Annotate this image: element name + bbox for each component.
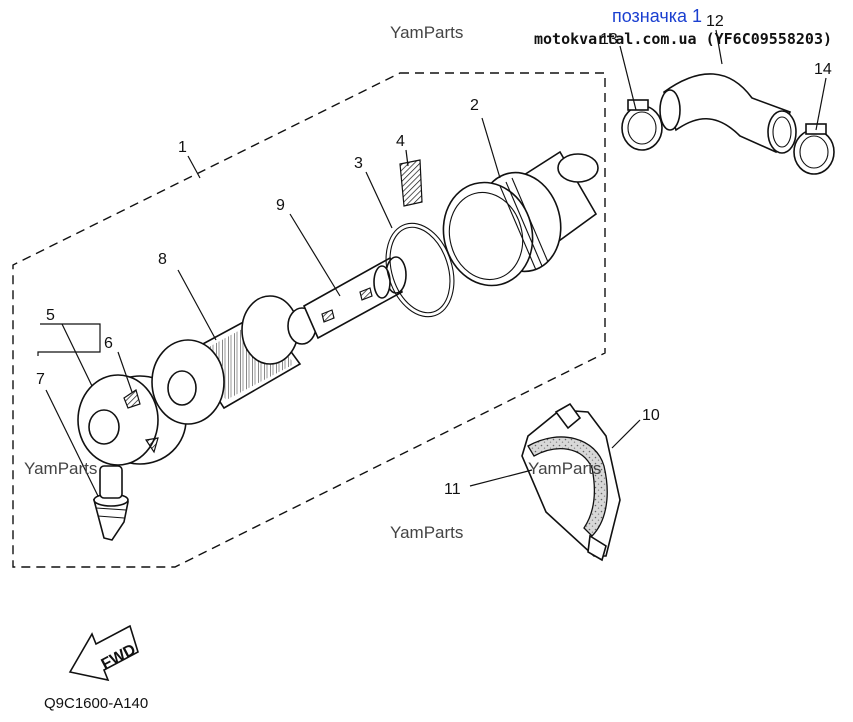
callout-7: 7 — [36, 371, 45, 388]
forward-direction-arrow: FWD — [68, 624, 139, 682]
callout-13: 13 — [600, 31, 618, 48]
filter-element — [151, 295, 317, 425]
callout-8: 8 — [158, 251, 167, 268]
watermark-right: YamParts — [528, 459, 601, 478]
callout-11: 11 — [444, 481, 461, 498]
callout-6: 6 — [104, 335, 113, 352]
callout-5: 5 — [46, 307, 55, 324]
o-ring — [385, 222, 455, 318]
drain-valve — [92, 493, 129, 541]
callout-12: 12 — [706, 13, 724, 30]
intake-hose — [659, 73, 797, 154]
callout-9: 9 — [276, 197, 285, 214]
callout-14: 14 — [814, 61, 832, 78]
marker-label: позначка 1 — [612, 6, 702, 26]
gasket — [399, 159, 423, 207]
assembly-boundary — [12, 72, 606, 568]
foam-band — [527, 436, 608, 537]
callout-2: 2 — [470, 97, 479, 114]
air-cleaner-cap — [77, 374, 187, 499]
source-label: motokvartal.com.ua (YF6C09558203) — [534, 30, 832, 48]
air-cleaner-case — [442, 150, 599, 287]
watermark-bottom: YamParts — [390, 523, 463, 542]
hose-clamp-right — [793, 123, 835, 175]
callout-4: 4 — [396, 133, 405, 150]
tube — [302, 256, 407, 340]
leader-lines — [37, 29, 827, 497]
callout-10: 10 — [642, 407, 660, 424]
callout-1: 1 — [178, 139, 187, 156]
watermark-top: YamParts — [390, 23, 463, 42]
watermark-left: YamParts — [24, 459, 97, 478]
hose-clamp-left — [621, 99, 663, 151]
diagram-code: Q9C1600-A140 — [44, 695, 148, 712]
callout-3: 3 — [354, 155, 363, 172]
